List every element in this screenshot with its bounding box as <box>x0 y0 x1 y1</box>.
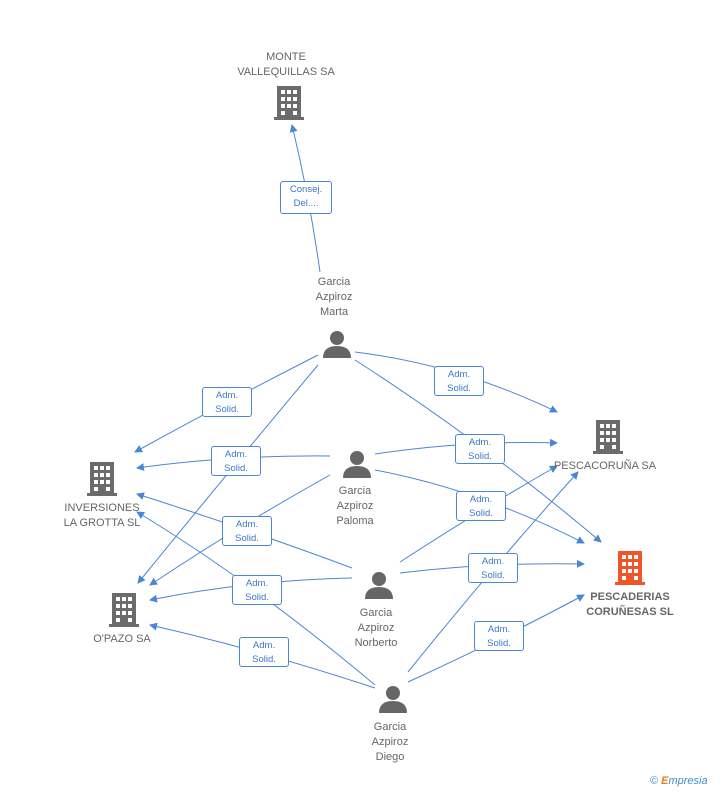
person-icon <box>365 572 393 599</box>
role-box-adm: Adm. Solid. <box>228 572 282 605</box>
role-box-adm: Adm. Solid. <box>474 621 524 651</box>
brand-name: mpresia <box>668 775 708 787</box>
role-box-consej: Consej. Del.... <box>280 181 332 214</box>
company-label-pescaderias[interactable]: PESCADERIAS CORUÑESAS SL <box>586 591 674 618</box>
role-box-adm: Adm. Solid. <box>452 488 506 521</box>
role-box-adm: Adm. Solid. <box>451 431 505 464</box>
person-icon <box>343 451 371 478</box>
person-label-paloma[interactable]: Garcia Azpiroz Paloma <box>336 485 374 527</box>
person-label-diego[interactable]: Garcia Azpiroz Diego <box>371 721 409 763</box>
building-icon <box>87 462 117 496</box>
role-box-adm: Adm. Solid. <box>464 550 518 583</box>
brand-initial: E <box>661 775 669 787</box>
role-box-adm: Adm. Solid. <box>218 513 272 546</box>
person-label-norberto[interactable]: Garcia Azpiroz Norberto <box>354 607 398 649</box>
role-box-adm: Adm. Solid. <box>207 443 261 476</box>
company-label-pescacoruna[interactable]: PESCACORUÑA SA <box>553 460 657 472</box>
building-icon <box>593 420 623 454</box>
company-label-inversiones[interactable]: INVERSIONES LA GROTTA SL <box>63 502 141 529</box>
company-label-monte[interactable]: MONTE VALLEQUILLAS SA <box>237 51 335 78</box>
copyright-symbol: © <box>650 775 659 787</box>
role-box-adm: Adm. Solid. <box>202 387 252 417</box>
role-box-adm: Adm. Solid. <box>239 637 289 667</box>
role-box-adm: Adm. Solid. <box>434 366 484 396</box>
company-label-opazo[interactable]: O'PAZO SA <box>93 633 151 645</box>
brand-logo: ©Empresia <box>650 775 708 787</box>
person-icon <box>323 331 351 358</box>
person-icon <box>379 686 407 713</box>
building-icon <box>274 86 304 120</box>
building-icon <box>109 593 139 627</box>
building-icon-focus <box>615 551 645 585</box>
person-label-marta[interactable]: Garcia Azpiroz Marta <box>315 276 353 318</box>
